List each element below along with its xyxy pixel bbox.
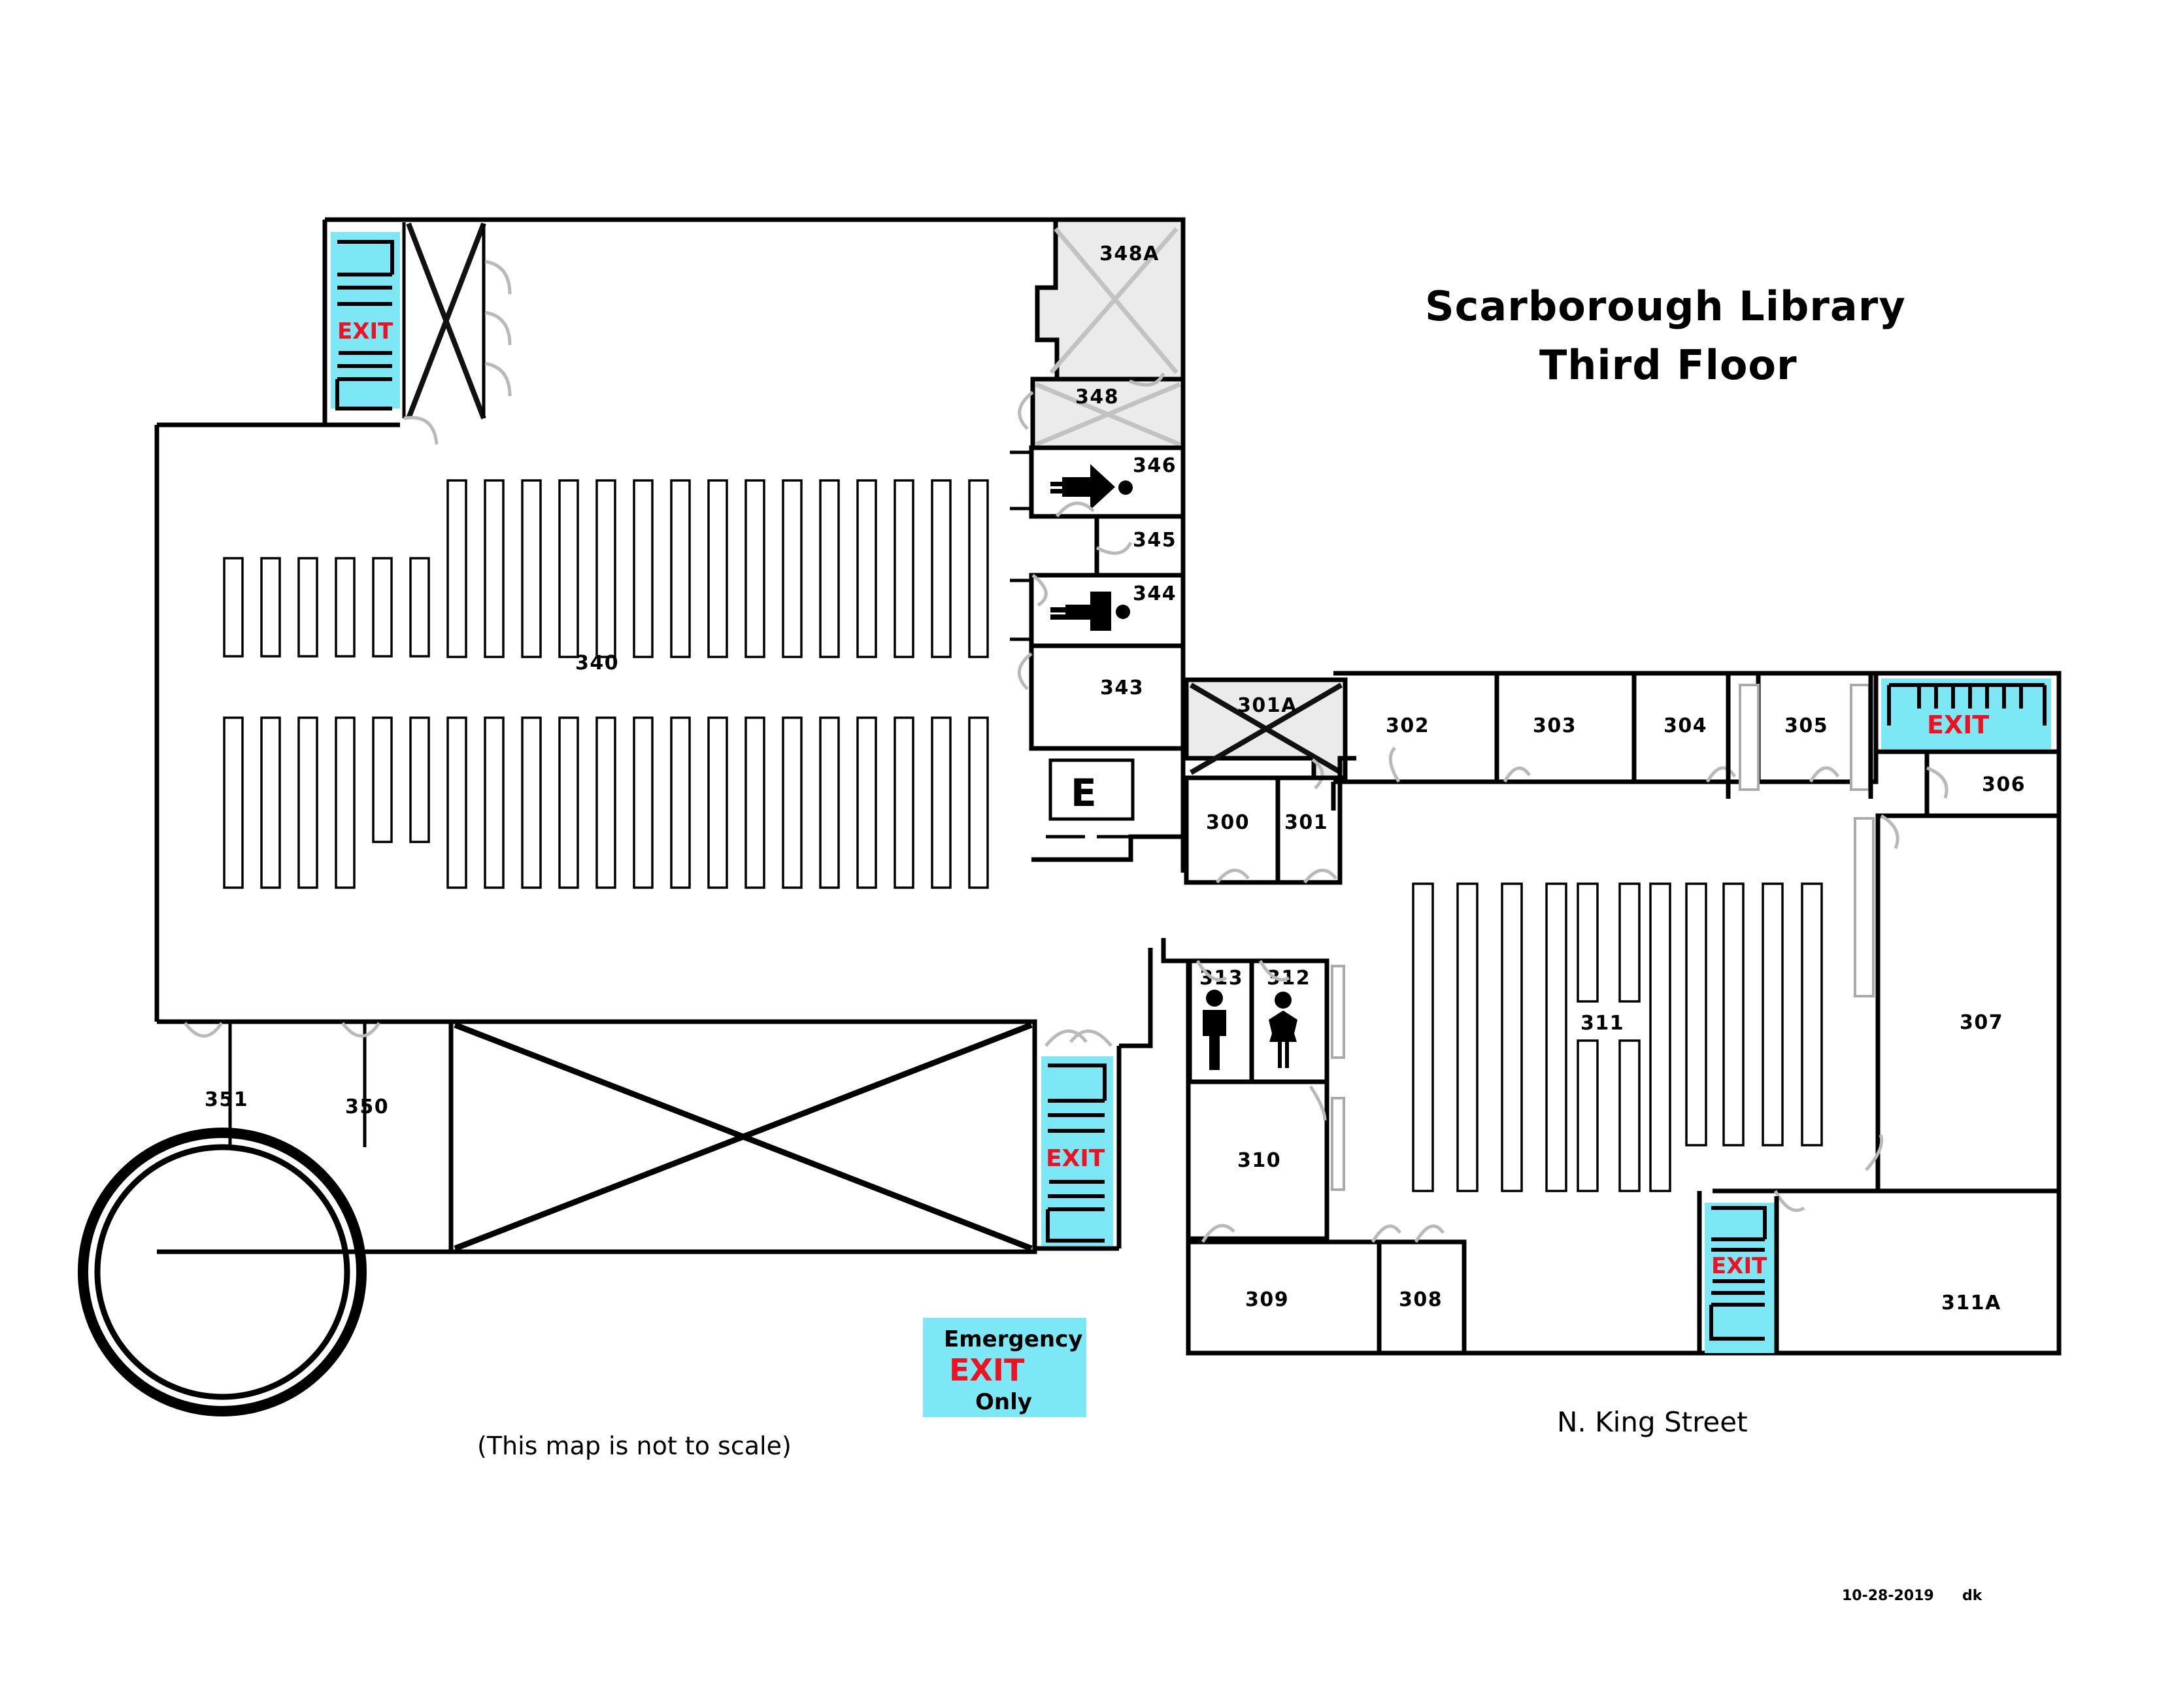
emergency-sign-line1: Emergency bbox=[944, 1326, 1082, 1352]
room-340-stacks: 340 bbox=[223, 479, 989, 889]
room-306: 306 bbox=[1924, 749, 2062, 818]
room-311A: 311A bbox=[1713, 1188, 2062, 1356]
room-label-343: 343 bbox=[1100, 677, 1144, 699]
stairwell-northwest[interactable]: EXIT bbox=[322, 220, 406, 427]
exit-label-southeast: EXIT bbox=[1711, 1253, 1767, 1279]
page-title-line1: Scarborough Library bbox=[1425, 282, 1906, 330]
lift-arrow-icon-346 bbox=[1050, 464, 1133, 510]
circular-tower bbox=[78, 1128, 367, 1416]
lift-arrow-icon-344 bbox=[1050, 592, 1130, 631]
exit-label-northwest: EXIT bbox=[337, 318, 393, 344]
crossed-area-south-center bbox=[448, 1019, 1037, 1254]
room-303: 303 bbox=[1494, 671, 1637, 784]
scale-disclaimer: (This map is not to scale) bbox=[477, 1432, 792, 1460]
street-label: N. King Street bbox=[1557, 1406, 1748, 1438]
room-label-309: 309 bbox=[1245, 1288, 1289, 1311]
room-label-350: 350 bbox=[345, 1096, 389, 1118]
room-348: 348 bbox=[1018, 372, 1186, 450]
partition-column-2 bbox=[1850, 684, 1871, 791]
room-308: 308 bbox=[1371, 1224, 1467, 1356]
room-label-304: 304 bbox=[1664, 714, 1707, 737]
room-label-340: 340 bbox=[575, 652, 619, 675]
room-label-310: 310 bbox=[1237, 1149, 1281, 1172]
elevator-label: E bbox=[1071, 771, 1097, 815]
room-309: 309 bbox=[1186, 1224, 1382, 1356]
room-label-346: 346 bbox=[1133, 454, 1177, 477]
page-title-line2: Third Floor bbox=[1539, 341, 1798, 389]
room-label-311A: 311A bbox=[1941, 1292, 2001, 1314]
drafter-initials: dk bbox=[1962, 1588, 1983, 1604]
room-label-305: 305 bbox=[1784, 714, 1828, 737]
room-label-301: 301 bbox=[1284, 811, 1328, 834]
room-label-308: 308 bbox=[1399, 1288, 1443, 1311]
emergency-sign-line3: Only bbox=[975, 1389, 1032, 1415]
woman-restroom-icon bbox=[1269, 992, 1297, 1068]
emergency-sign-line2: EXIT bbox=[949, 1352, 1025, 1388]
room-301A: 301A bbox=[1184, 677, 1348, 790]
room-311-stacks: 311 bbox=[1412, 882, 1823, 1192]
room-346: 346 bbox=[1010, 445, 1186, 519]
room-label-300: 300 bbox=[1206, 811, 1250, 834]
room-label-306: 306 bbox=[1982, 773, 2026, 796]
stairwell-northeast[interactable]: EXIT bbox=[1876, 671, 2062, 754]
restroom-312-women: 312 bbox=[1249, 958, 1329, 1084]
room-label-348A: 348A bbox=[1099, 243, 1160, 265]
corner-jog-east-wing bbox=[1161, 938, 1188, 963]
room-label-302: 302 bbox=[1386, 714, 1430, 737]
room-344: 344 bbox=[1010, 573, 1186, 648]
room-345: 345 bbox=[1094, 514, 1186, 578]
column-near-310 bbox=[1331, 1097, 1345, 1191]
room-label-345: 345 bbox=[1133, 529, 1177, 552]
room-label-351: 351 bbox=[205, 1088, 248, 1111]
emergency-exit-sign: Emergency EXIT Only bbox=[923, 1318, 1086, 1417]
room-343: 343 bbox=[1017, 643, 1186, 751]
room-label-344: 344 bbox=[1133, 582, 1177, 605]
restroom-313-men: 313 bbox=[1187, 958, 1254, 1084]
stairwell-center-south[interactable]: EXIT bbox=[1032, 948, 1153, 1251]
elevator-E: E bbox=[1031, 746, 1186, 862]
room-label-301A: 301A bbox=[1237, 694, 1297, 717]
room-310: 310 bbox=[1190, 1079, 1329, 1241]
room-label-348: 348 bbox=[1075, 386, 1119, 409]
room-307: 307 bbox=[1865, 813, 2062, 1194]
room-348A: 348A bbox=[1035, 217, 1186, 382]
stairwell-southeast[interactable]: EXIT bbox=[1697, 1191, 1779, 1353]
room-label-307: 307 bbox=[1960, 1011, 2003, 1034]
door-arc-nw-stair bbox=[403, 416, 439, 445]
room-351: 351 bbox=[184, 1022, 248, 1147]
room-label-311: 311 bbox=[1580, 1012, 1624, 1035]
man-restroom-icon bbox=[1203, 990, 1226, 1070]
exit-label-northeast: EXIT bbox=[1927, 711, 1989, 739]
shaft-crossed-northwest bbox=[406, 222, 512, 420]
room-350: 350 bbox=[341, 1022, 389, 1147]
shelf-near-307 bbox=[1854, 817, 1875, 997]
exit-label-center-south: EXIT bbox=[1046, 1145, 1105, 1172]
column-near-312 bbox=[1331, 965, 1345, 1059]
partition-column-1 bbox=[1739, 684, 1760, 791]
room-301: 301 bbox=[1275, 756, 1356, 885]
room-302: 302 bbox=[1331, 671, 1499, 811]
room-300: 300 bbox=[1184, 775, 1280, 885]
revision-date: 10-28-2019 bbox=[1842, 1588, 1934, 1604]
room-label-303: 303 bbox=[1533, 714, 1577, 737]
